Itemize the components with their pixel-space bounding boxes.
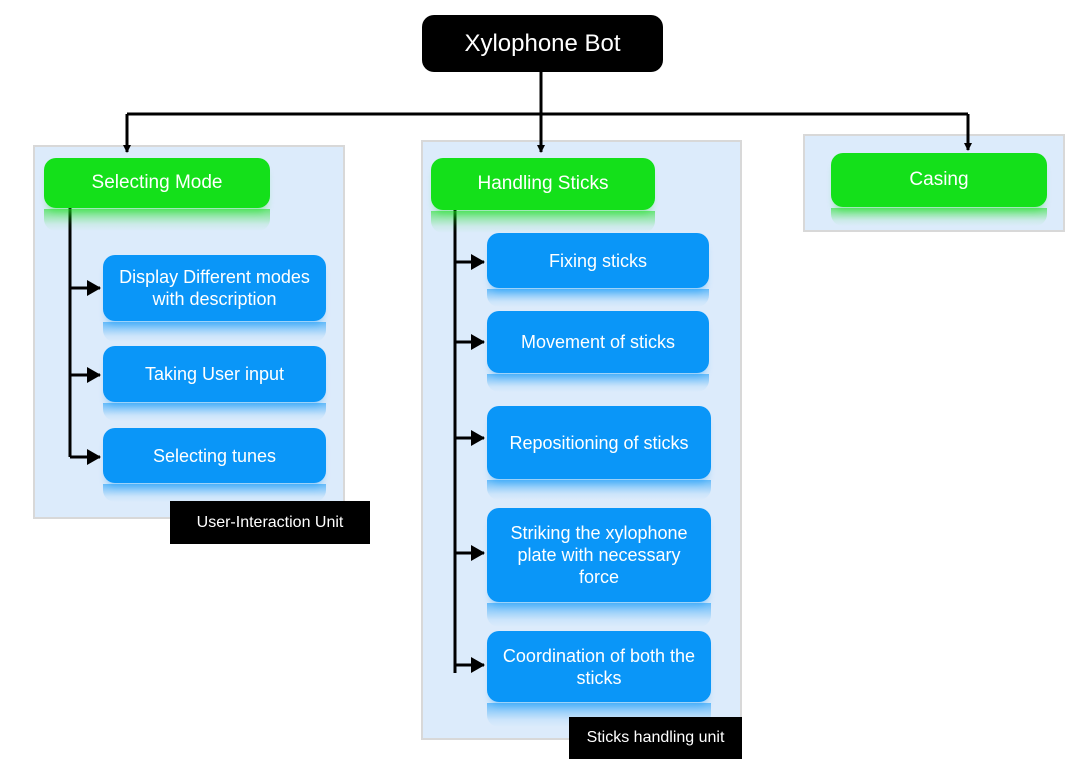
item-input-reflection [103,403,326,421]
handling-sticks-reflection [431,211,655,233]
item-coordination-sticks-label: Coordination of both the sticks [502,645,696,688]
item-repositioning-reflection [487,480,711,500]
item-taking-input: Taking User input [103,346,326,402]
selecting-mode-reflection [44,209,270,231]
item-striking-plate: Striking the xylophone plate with necess… [487,508,711,602]
user-interaction-unit-label: User-Interaction Unit [196,513,344,531]
item-striking-plate-label: Striking the xylophone plate with necess… [510,523,688,587]
sticks-handling-unit-caption: Sticks handling unit [569,717,742,759]
item-movement-reflection [487,374,709,392]
item-display-modes-label: Display Different modes with description [119,267,310,309]
item-coordination-sticks: Coordination of both the sticks [487,631,711,702]
selecting-mode-node: Selecting Mode [44,158,270,208]
item-fixing-sticks: Fixing sticks [487,233,709,288]
item-selecting-tunes: Selecting tunes [103,428,326,483]
casing-reflection [831,208,1047,226]
root-label: Xylophone Bot [464,29,621,57]
item-taking-input-label: Taking User input [144,364,285,384]
handling-sticks-label: Handling Sticks [477,173,609,194]
item-fixing-sticks-label: Fixing sticks [548,250,647,271]
item-display-modes: Display Different modes with description [103,255,326,321]
item-tunes-reflection [103,484,326,502]
user-interaction-unit-caption: User-Interaction Unit [170,501,370,544]
item-display-reflection [103,322,326,342]
item-movement-sticks: Movement of sticks [487,311,709,373]
casing-label: Casing [909,169,969,190]
item-striking-reflection [487,603,711,627]
item-repositioning-sticks-label: Repositioning of sticks [509,432,689,453]
root-node: Xylophone Bot [422,15,663,72]
sticks-handling-unit-label: Sticks handling unit [586,729,725,746]
item-selecting-tunes-label: Selecting tunes [152,445,277,466]
casing-node: Casing [831,153,1047,207]
item-movement-sticks-label: Movement of sticks [520,332,676,352]
selecting-mode-label: Selecting Mode [91,172,223,193]
handling-sticks-node: Handling Sticks [431,158,655,210]
item-repositioning-sticks: Repositioning of sticks [487,406,711,479]
item-fixing-reflection [487,289,709,307]
